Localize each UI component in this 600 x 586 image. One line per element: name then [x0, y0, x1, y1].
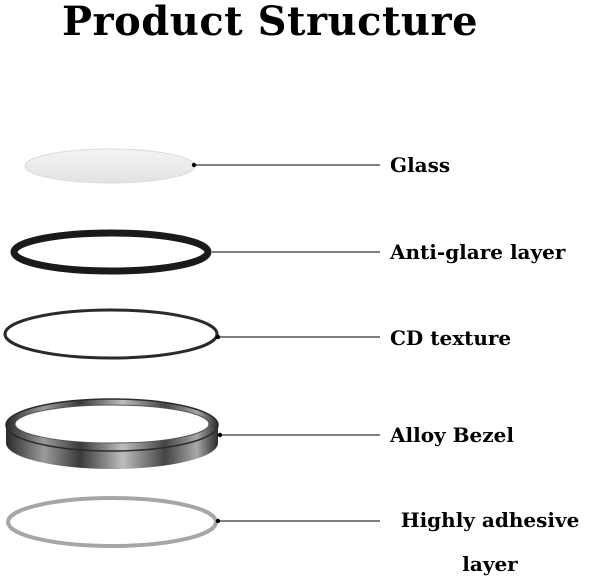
- label-adhesive: Highly adhesive layer: [390, 498, 590, 586]
- label-cd-texture: CD texture: [390, 326, 512, 350]
- label-anti-glare: Anti-glare layer: [390, 240, 566, 264]
- page-title: Product Structure: [61, 0, 479, 45]
- cd-texture-ring-icon: [3, 308, 219, 360]
- label-glass: Glass: [390, 153, 451, 177]
- leader-line-alloy-bezel: [217, 432, 380, 438]
- leader-line-adhesive: [215, 518, 380, 524]
- leader-line-glass: [191, 162, 380, 168]
- alloy-bezel-ring-icon: [5, 398, 219, 469]
- label-alloy-bezel: Alloy Bezel: [390, 423, 514, 447]
- glass-disc-icon: [24, 148, 196, 184]
- label-adhesive-line2: layer: [462, 552, 518, 576]
- label-adhesive-line1: Highly adhesive: [400, 508, 580, 532]
- leader-line-cd-texture: [215, 334, 380, 340]
- anti-glare-ring-icon: [10, 229, 212, 275]
- adhesive-ring-icon: [6, 496, 218, 548]
